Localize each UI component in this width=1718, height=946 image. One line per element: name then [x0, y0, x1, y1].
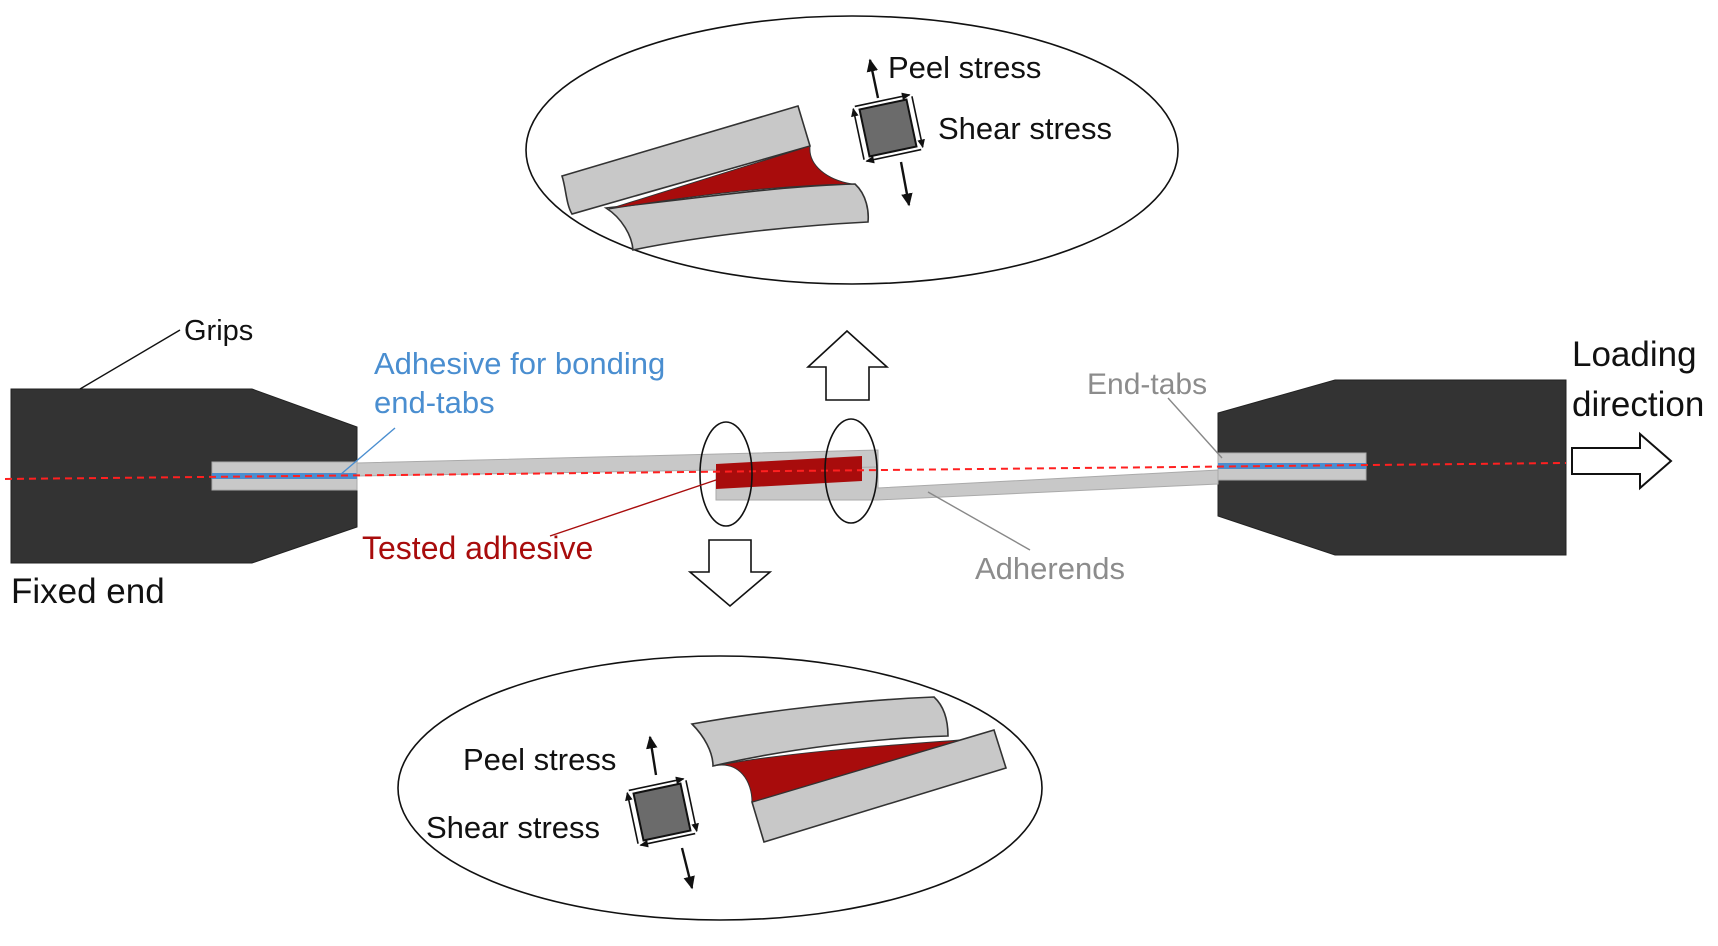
- top-peel-stress-label: Peel stress: [888, 50, 1041, 85]
- grips-label: Grips: [184, 315, 253, 347]
- top-detail-view: Peel stress Shear stress: [525, 15, 1179, 285]
- bottom-detail-stress-element: [625, 776, 699, 848]
- bottom-peel-arrow-down: [680, 847, 695, 890]
- top-detail-upper-adherend: [560, 105, 811, 215]
- bottom-peel-stress-label: Peel stress: [463, 742, 616, 777]
- right-grip: [1217, 379, 1567, 556]
- load-centerline: [4, 462, 1567, 480]
- tested-adhesive-leader: [549, 479, 717, 537]
- fixed-end-label: Fixed end: [11, 572, 165, 611]
- right-overlap-ellipse: [824, 418, 878, 524]
- bottom-detail-adhesive: [712, 739, 961, 803]
- top-shear-stress-label: Shear stress: [938, 111, 1112, 146]
- top-peel-arrow-down: [899, 161, 913, 207]
- adherends-label: Adherends: [975, 551, 1125, 586]
- adhesive-end-tabs-label-1: Adhesive for bonding: [374, 346, 665, 381]
- loading-direction-label-1: Loading: [1572, 335, 1697, 374]
- loading-direction-arrow: [1571, 431, 1673, 491]
- bond-adhesive-leader: [339, 427, 396, 476]
- end-tabs-label: End-tabs: [1087, 368, 1207, 401]
- top-peel-arrow-up: [866, 58, 880, 99]
- bottom-detail-ellipse: [397, 655, 1043, 921]
- hollow-arrow-up: [805, 329, 890, 401]
- bottom-detail-view: Peel stress Shear stress: [397, 655, 1043, 921]
- adhesive-end-tabs-label-2: end-tabs: [374, 385, 495, 420]
- left-grip: [10, 388, 358, 564]
- adherends-leader: [927, 491, 1031, 551]
- left-overlap-ellipse: [699, 421, 753, 527]
- top-detail-adhesive: [608, 145, 853, 210]
- top-detail-stress-element: [851, 92, 925, 164]
- bottom-shear-stress-label: Shear stress: [426, 810, 600, 845]
- loading-direction-label-2: direction: [1572, 385, 1704, 424]
- tested-adhesive-label: Tested adhesive: [362, 530, 593, 566]
- grips-leader: [79, 329, 181, 390]
- bottom-peel-arrow-up: [646, 735, 658, 776]
- end-tabs-leader: [1167, 397, 1223, 459]
- top-detail-lower-adherend: [603, 183, 870, 251]
- top-detail-ellipse: [525, 15, 1179, 285]
- hollow-arrow-down: [687, 539, 773, 608]
